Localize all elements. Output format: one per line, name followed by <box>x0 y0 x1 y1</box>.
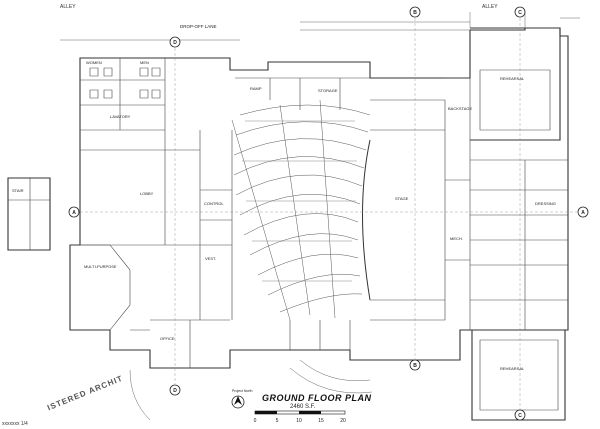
room-label-storage: STORAGE <box>318 88 338 93</box>
drawing-area: 2460 S.F. <box>290 404 316 410</box>
grid-lines <box>80 18 577 409</box>
site-curves <box>129 359 373 421</box>
alley-label-left: ALLEY <box>60 4 76 10</box>
dimension-lines <box>60 12 580 41</box>
seat-dots <box>242 120 357 282</box>
grid-marker-c-top: C <box>518 10 522 16</box>
drop-off-lane-label: DROP-OFF LANE <box>180 24 217 29</box>
room-label-rehearsal-bottom: REHEARSAL <box>500 366 525 371</box>
grid-marker-c-bottom: C <box>518 413 522 419</box>
grid-marker-letters: D B C A A D B C <box>72 10 585 419</box>
room-label-control: CONTROL <box>204 201 224 206</box>
grid-marker-d-top: D <box>173 40 177 46</box>
grid-marker-b-top: B <box>413 10 417 16</box>
interior-walls <box>8 58 568 411</box>
room-label-lavatory: LAVATORY <box>110 114 131 119</box>
scale-tick-15: 15 <box>318 418 324 424</box>
room-label-multipurpose: MULTI-PURPOSE <box>84 264 117 269</box>
drawing-title: GROUND FLOOR PLAN <box>262 393 372 403</box>
scale-tick-20: 20 <box>340 418 346 424</box>
room-label-women: WOMEN <box>86 60 102 65</box>
room-label-vest: VEST. <box>205 256 216 261</box>
room-label-lobby: LOBBY <box>140 191 154 196</box>
room-label-backstage: BACKSTAGE <box>448 106 472 111</box>
scale-tick-0: 0 <box>254 418 257 424</box>
grid-marker-a-right: A <box>581 210 585 216</box>
scale-tick-10: 10 <box>296 418 302 424</box>
north-arrow-icon <box>231 395 245 409</box>
room-label-ramp: RAMP <box>250 86 262 91</box>
scale-tick-labels: 0 5 10 15 20 <box>254 418 346 424</box>
room-label-rehearsal-top: REHEARSAL <box>500 76 525 81</box>
room-label-men: MEN <box>140 60 149 65</box>
alley-label-right: ALLEY <box>482 4 498 10</box>
room-label-dressing: DRESSING <box>535 201 556 206</box>
grid-marker-a-left: A <box>72 210 76 216</box>
room-label-stair: STAIR <box>12 188 24 193</box>
north-arrow-label: Project North <box>232 389 252 393</box>
room-labels: WOMEN MEN LAVATORY LOBBY MULTI-PURPOSE S… <box>12 60 556 371</box>
room-label-mech: MECH. <box>450 236 463 241</box>
grid-marker-b-bottom: B <box>413 363 417 369</box>
scale-bar <box>254 410 346 415</box>
corner-note: xxxxxxx 1/4 <box>2 421 28 427</box>
room-label-office: OFFICE <box>160 336 175 341</box>
auditorium-seating <box>231 99 371 321</box>
grid-marker-circles <box>68 6 589 421</box>
room-label-stage: STAGE <box>395 196 409 201</box>
scale-tick-5: 5 <box>276 418 279 424</box>
stage-apron <box>362 139 371 301</box>
exterior-walls <box>7 27 569 421</box>
grid-marker-d-bottom: D <box>173 388 177 394</box>
